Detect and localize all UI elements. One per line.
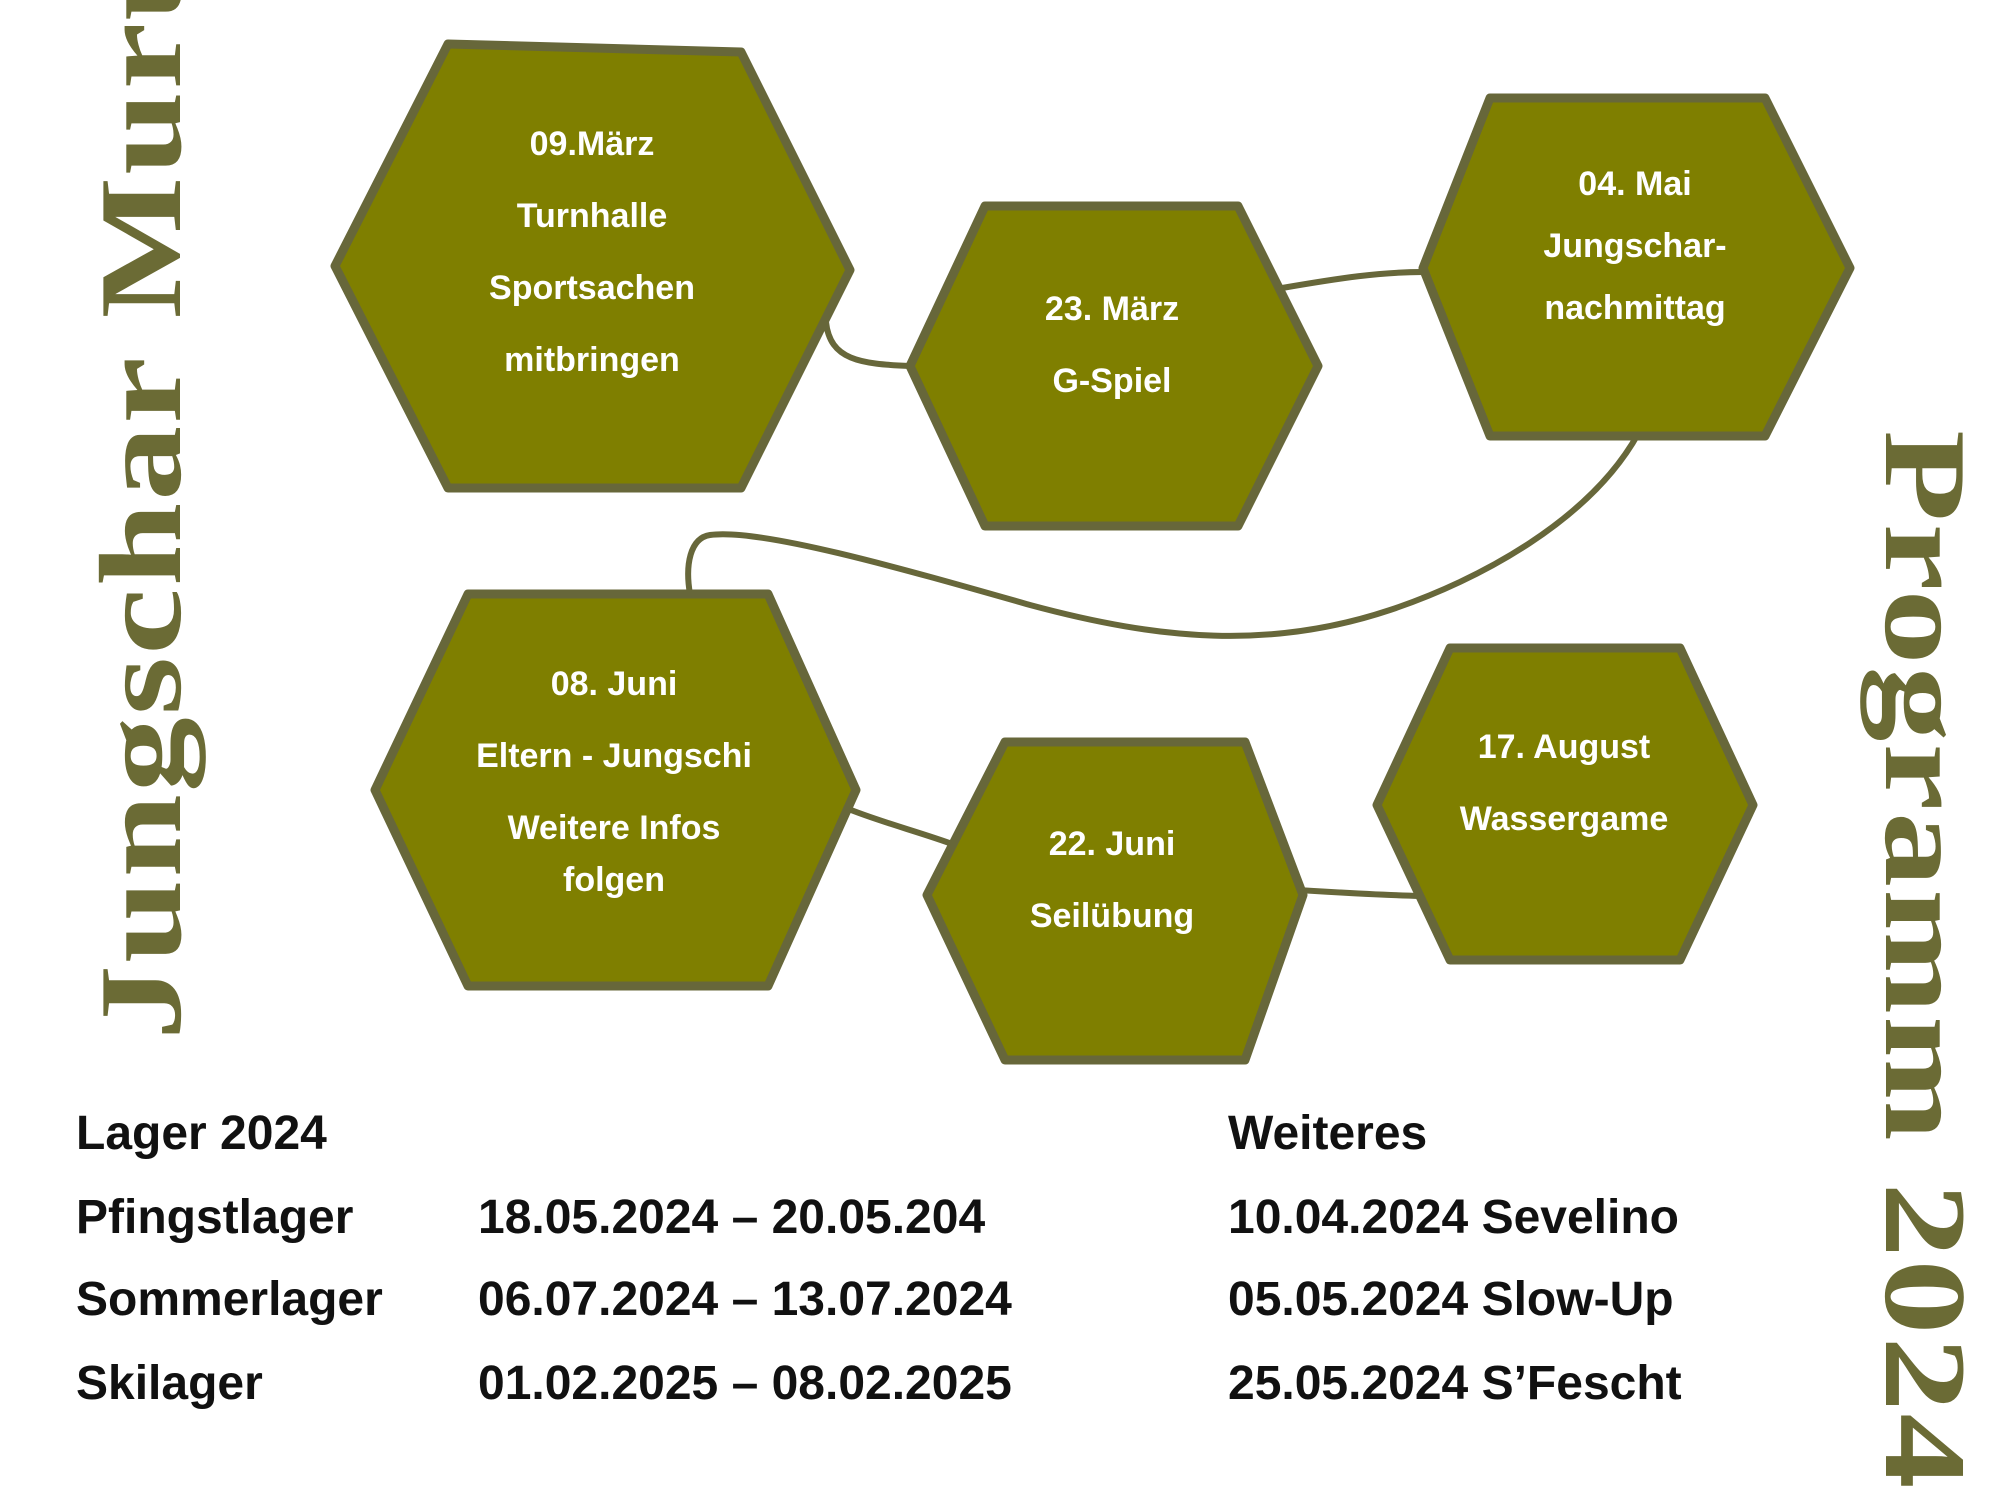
connector-4-5 [844,805,957,848]
hexagon-shape [370,589,861,991]
event-text-line: Turnhalle [517,197,668,235]
lager-name-pfingstlager: Pfingstlager [76,1191,354,1244]
hexagon-shape [922,737,1308,1065]
event-text-line: G-Spiel [1052,362,1171,400]
lager-dates-skilager: 01.02.2025 – 08.02.2025 [478,1357,1012,1410]
connector-1-2 [823,321,911,369]
event-text-line: Eltern - Jungschi [476,737,752,775]
lager-heading: Lager 2024 [76,1107,327,1160]
hexagon-shape [1372,643,1758,965]
lager-dates-pfingstlager: 18.05.2024 – 20.05.204 [478,1191,986,1244]
event-text-line: 09.März [530,125,655,163]
event-text-line: 22. Juni [1049,825,1176,863]
connector-lines [685,269,1641,899]
event-text-line: Sportsachen [489,269,695,307]
event-text-line: folgen [563,861,665,899]
weiteres-item-sevelino: 10.04.2024 Sevelino [1228,1191,1679,1244]
connector-2-3 [1281,269,1424,291]
event-text-line: nachmittag [1544,289,1725,327]
event-text-line: mitbringen [504,341,680,379]
event-text-line: 08. Juni [551,665,678,703]
weiteres-item-slow-up: 05.05.2024 Slow-Up [1228,1273,1674,1326]
event-text-line: 23. März [1045,290,1179,328]
lager-name-skilager: Skilager [76,1357,263,1410]
event-text-line: Seilübung [1030,897,1194,935]
event-text-line: Weitere Infos [508,809,721,847]
event-text-line: Wassergame [1460,800,1669,838]
weiteres-heading: Weiteres [1228,1107,1428,1160]
event-text-line: 17. August [1478,728,1651,766]
event-text-line: 04. Mai [1578,165,1691,203]
weiteres-item-sfescht: 25.05.2024 S’Fescht [1228,1357,1682,1410]
connector-5-6 [1297,887,1421,899]
hexagon-shape [1418,93,1855,441]
lager-dates-sommerlager: 06.07.2024 – 13.07.2024 [478,1273,1012,1326]
hexagon-shape [330,39,855,493]
lager-name-sommerlager: Sommerlager [76,1273,383,1326]
event-text-line: Jungschar- [1543,227,1726,265]
hexagon-shape [905,201,1323,531]
connector-3-4 [685,432,1641,639]
